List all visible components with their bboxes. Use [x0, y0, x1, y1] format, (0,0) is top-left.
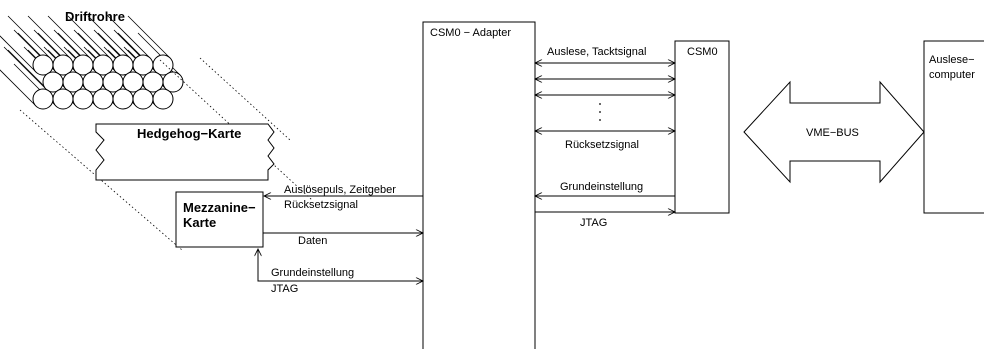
hedgehog-card-label: Hedgehog−Karte: [137, 126, 241, 141]
tube-edge: [67, 15, 111, 59]
mezzanine-card-label-1: Mezzanine−: [183, 200, 256, 215]
mezzanine-card-label-2: Karte: [183, 215, 216, 230]
tube-end: [52, 88, 74, 110]
readout-computer-box: [923, 40, 984, 214]
readout-computer-label-2: computer: [929, 69, 975, 81]
data-label: Daten: [298, 235, 327, 247]
reset-left-label: Rücksetzsignal: [284, 199, 358, 211]
tube-end: [152, 88, 174, 110]
vme-bus-label: VME−BUS: [806, 127, 859, 139]
tube-edge: [0, 69, 37, 107]
tube-end: [132, 88, 154, 110]
drift-tubes-title: Driftrohre: [65, 9, 125, 24]
csm0-box: [674, 40, 730, 214]
tube-end: [112, 88, 134, 110]
tube-edge: [87, 15, 131, 59]
reset-right-label: Rücksetzsignal: [565, 139, 639, 151]
tube-end: [152, 54, 174, 76]
drift-tubes: [0, 15, 313, 251]
ellipsis-dots: [599, 103, 601, 121]
tube-circles: [32, 54, 184, 110]
mezzanine-card: [175, 191, 264, 248]
jtag-right-label: JTAG: [580, 217, 607, 229]
tube-end: [32, 88, 54, 110]
tube-edge: [107, 15, 151, 59]
trigger-label: Auslösepuls, Zeitgeber: [284, 184, 396, 196]
config-right-label: Grundeinstellung: [560, 181, 643, 193]
csm0-adapter-box: [422, 21, 536, 349]
csm0-adapter-label: CSM0 − Adapter: [430, 27, 511, 39]
tube-edge: [0, 35, 37, 73]
tube-end: [72, 88, 94, 110]
tube-edge: [47, 15, 91, 59]
csm0-label: CSM0: [687, 46, 718, 58]
vme-bus-arrow: [743, 80, 925, 184]
readout-computer-label-1: Auslese−: [929, 54, 975, 66]
tube-end: [92, 88, 114, 110]
tube-edge: [3, 46, 47, 90]
tube-edge: [7, 15, 51, 59]
hedgehog-card: [95, 123, 275, 181]
tube-edge: [27, 15, 71, 59]
readout-clock-label: Auslese, Tacktsignal: [547, 46, 646, 58]
config-left-label: Grundeinstellung: [271, 267, 354, 279]
tube-edge: [127, 15, 171, 59]
jtag-left-label: JTAG: [271, 283, 298, 295]
